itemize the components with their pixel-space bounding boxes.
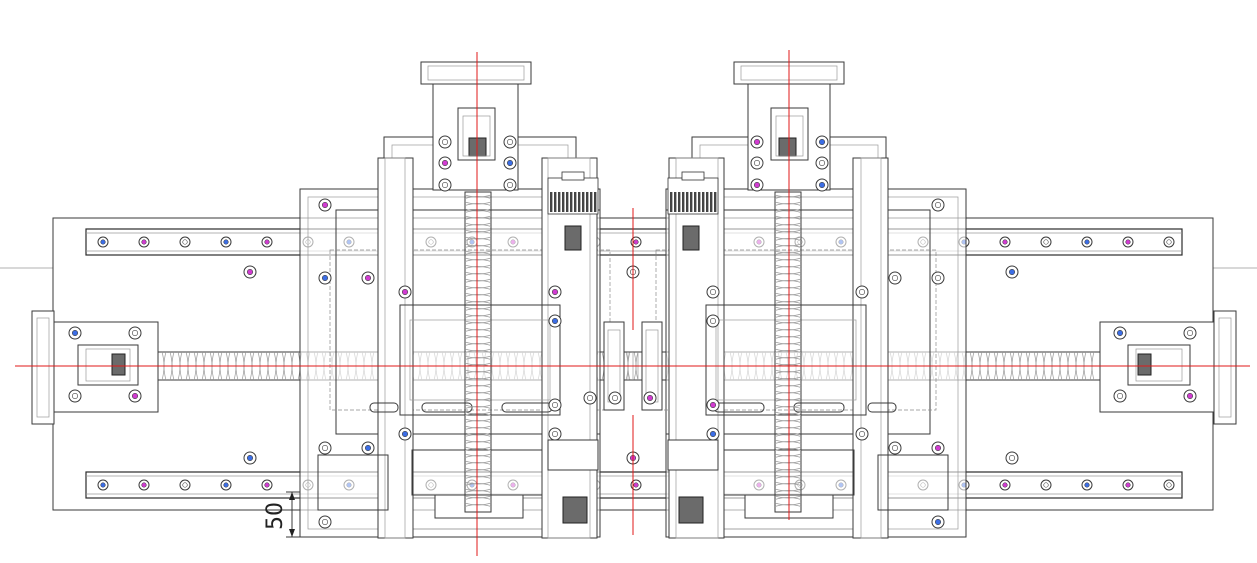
right-vertical-screw	[774, 191, 802, 513]
left-vertical-screw	[464, 191, 492, 513]
left-end-block	[31, 310, 159, 425]
dimension-label: 50	[263, 502, 288, 530]
left-carriage	[299, 136, 625, 539]
right-carriage	[641, 136, 967, 539]
left-timing-pulley	[547, 171, 599, 215]
centerlines	[15, 50, 1250, 556]
right-timing-pulley	[667, 171, 719, 215]
left-pulley-block	[564, 225, 582, 251]
left-top-motor	[420, 61, 532, 191]
dimension-50: 50	[263, 491, 300, 538]
bolt-holes	[68, 135, 1197, 529]
right-pulley-block	[682, 225, 700, 251]
